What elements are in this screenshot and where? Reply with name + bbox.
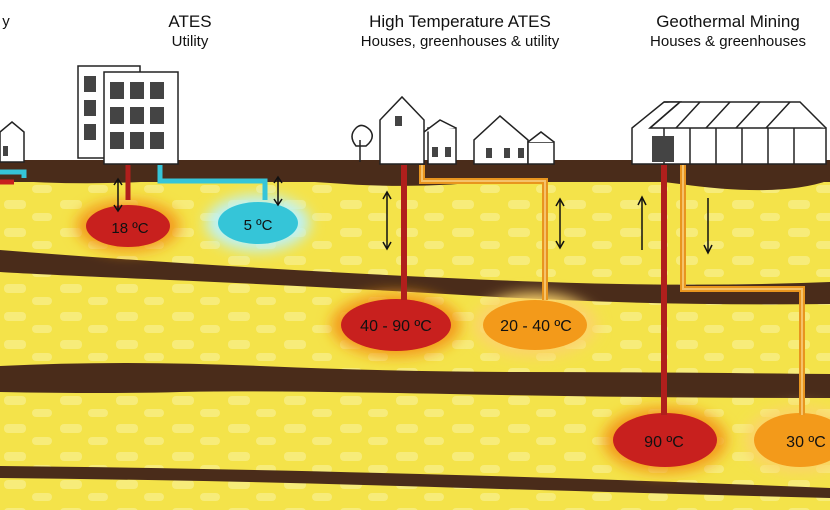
house-icon (0, 121, 25, 163)
utility-building-icon (77, 65, 179, 165)
double-arrow-icon (555, 197, 565, 250)
double-arrow-icon (382, 190, 392, 251)
clay-layer-1 (0, 250, 830, 305)
reservoir-label-20-40: 20 - 40 ºC (500, 318, 572, 335)
reservoir-label-40-90: 40 - 90 ºC (360, 318, 432, 335)
reservoir-label-18: 18 ºC (111, 220, 148, 237)
reservoir-label-90: 90 ºC (644, 434, 684, 451)
house-icon (379, 95, 457, 165)
reservoir-label-30: 30 ºC (786, 434, 826, 451)
pipes (0, 165, 805, 415)
header-ht-ates-title: High Temperature ATES (369, 12, 551, 31)
flow-arrows (113, 175, 713, 255)
reservoir-glows (76, 195, 830, 473)
header-geothermal-mining: Geothermal Mining Houses & greenhouses (626, 12, 830, 52)
down-arrow-icon (703, 198, 713, 255)
header-ates-subtitle: Utility (171, 33, 209, 50)
header-ates-title: ATES (168, 12, 212, 31)
reservoir-label-5: 5 ºC (244, 217, 273, 234)
surface-clay-edge (0, 175, 830, 191)
up-arrow-icon (637, 195, 647, 250)
header-geothermal-mining-title: Geothermal Mining (656, 12, 800, 31)
double-arrow-icon (113, 177, 123, 213)
buildings (0, 65, 827, 165)
header-ht-ates: High Temperature ATES Houses, greenhouse… (320, 12, 600, 52)
header-ht-ates-subtitle: Houses, greenhouses & utility (360, 33, 560, 50)
header-ates: ATES Utility (130, 12, 250, 52)
header-left-subtitle: y (2, 13, 10, 30)
header-left-cutoff: y (0, 12, 16, 32)
greenhouse-icon (631, 101, 827, 165)
clay-layer-3 (0, 466, 830, 498)
surface-clay (0, 160, 830, 182)
tree-icon (351, 124, 373, 162)
house-icon (473, 114, 555, 165)
double-arrow-icon (273, 175, 283, 207)
reservoir-labels: 18 ºC 5 ºC 40 - 90 ºC 20 - 40 ºC 90 ºC 3… (111, 217, 825, 451)
clay-layer-2 (0, 363, 830, 398)
header-geothermal-mining-subtitle: Houses & greenhouses (650, 33, 806, 50)
